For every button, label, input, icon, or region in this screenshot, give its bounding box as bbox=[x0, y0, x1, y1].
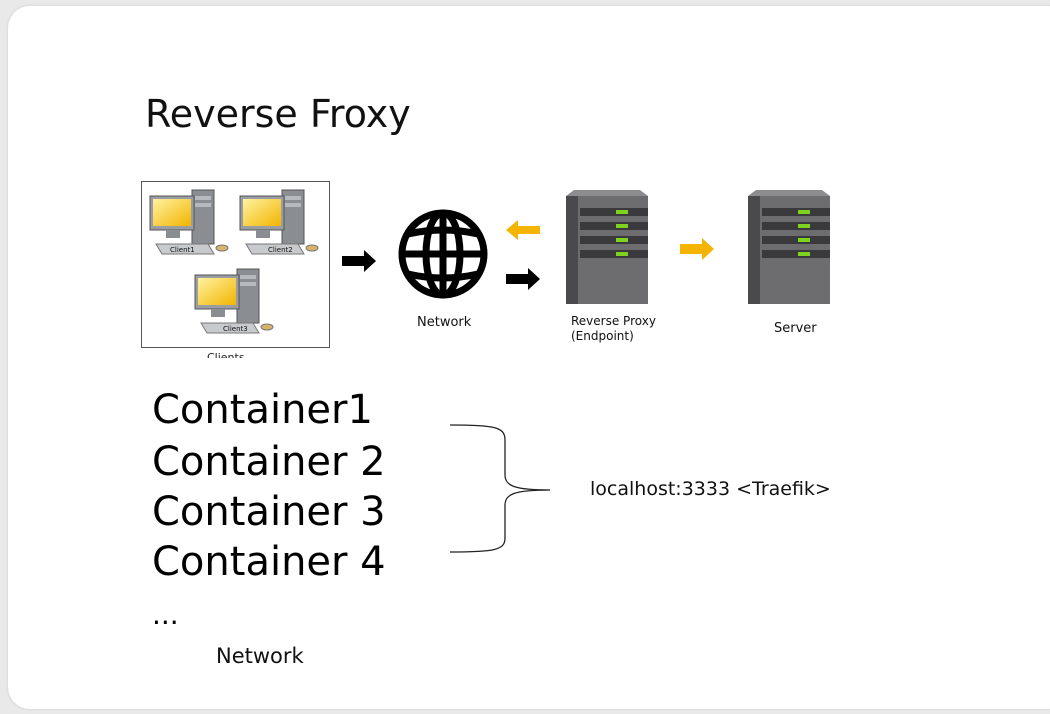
client-computer-2: Client2 bbox=[238, 188, 328, 260]
client-label: Client1 bbox=[170, 246, 195, 254]
server-icon bbox=[566, 190, 648, 304]
proxy-caption-line1: Reverse Proxy bbox=[571, 314, 656, 328]
arrow-right-icon bbox=[680, 238, 714, 260]
brace-icon bbox=[449, 424, 551, 553]
globe-icon bbox=[398, 209, 488, 299]
arrow-right-icon bbox=[342, 250, 376, 272]
traefik-label: localhost:3333 <Traefik> bbox=[590, 478, 831, 500]
clients-caption: Clients bbox=[207, 351, 245, 358]
client-label: Client3 bbox=[223, 325, 248, 333]
container-item-4: Container 4 bbox=[152, 539, 386, 585]
computer-icon bbox=[239, 189, 319, 255]
ellipsis: ... bbox=[152, 598, 179, 631]
container-item-1: Container1 bbox=[152, 387, 373, 433]
slide bbox=[8, 6, 1050, 709]
arrow-right-icon bbox=[506, 268, 540, 290]
server-icon bbox=[748, 190, 830, 304]
clients-box: Client1 Client2 Client3 bbox=[141, 181, 330, 348]
computer-icon bbox=[149, 189, 229, 255]
client-computer-1: Client1 bbox=[148, 188, 238, 260]
client-label: Client2 bbox=[268, 246, 293, 254]
container-item-2: Container 2 bbox=[152, 439, 386, 485]
server-caption: Server bbox=[774, 321, 817, 336]
client-computer-3: Client3 bbox=[193, 267, 283, 339]
proxy-caption-line2: (Endpoint) bbox=[571, 329, 634, 343]
network-caption: Network bbox=[417, 315, 472, 330]
slide-title: Reverse Froxy bbox=[145, 92, 411, 136]
network-label: Network bbox=[216, 644, 304, 668]
container-item-3: Container 3 bbox=[152, 489, 386, 535]
arrow-left-icon bbox=[506, 220, 540, 240]
computer-icon bbox=[194, 268, 274, 334]
